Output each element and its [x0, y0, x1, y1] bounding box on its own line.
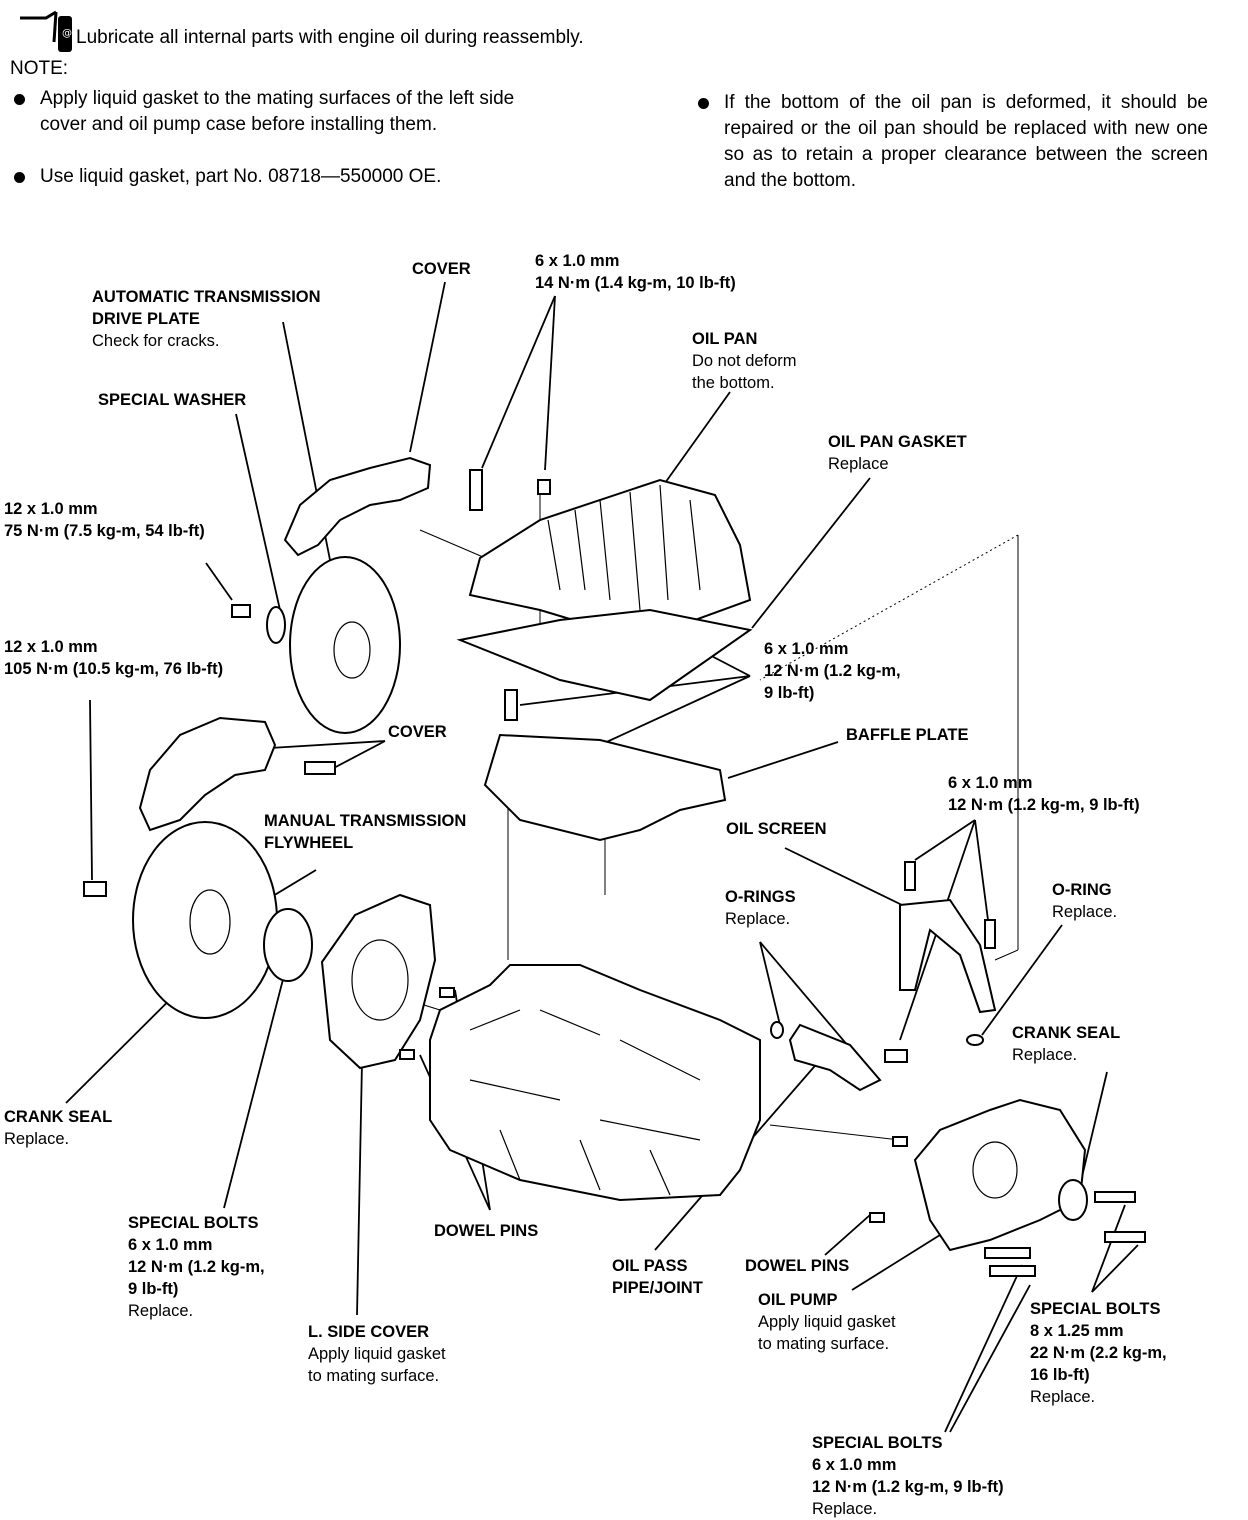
note-left-2: Use liquid gasket, part No. 08718—550000… [14, 164, 554, 190]
bolt-pan-1 [469, 469, 483, 511]
bolt-cover-mid [304, 761, 336, 775]
note-title: NOTE: [10, 58, 69, 79]
label-cover-top: COVER [412, 260, 471, 278]
crank-seal-left [263, 908, 313, 982]
label-dowel-pins-left: DOWEL PINS [434, 1222, 539, 1240]
dowel-pin-1 [439, 987, 455, 998]
bolt-screen-2 [984, 919, 996, 949]
label-oil-pass: OIL PASS PIPE/JOINT [612, 1257, 703, 1297]
svg-text:@: @ [62, 28, 72, 39]
bolt-76 [231, 604, 251, 618]
label-o-ring: O-RING Replace. [1052, 881, 1118, 921]
bolt-screen-1 [904, 861, 916, 891]
label-bolt-106: 12 x 1.0 mm 105 N·m (10.5 kg-m, 76 lb-ft… [4, 638, 224, 678]
label-bolt-screen: 6 x 1.0 mm 12 N·m (1.2 kg-m, 9 lb-ft) [948, 774, 1140, 814]
bolt-pan-3 [504, 689, 518, 721]
note-left-1: Apply liquid gasket to the mating surfac… [14, 86, 524, 138]
oil-pass-pipe [788, 1023, 882, 1092]
label-flywheel: MANUAL TRANSMISSION FLYWHEEL [264, 812, 467, 852]
bolt-106 [83, 881, 107, 897]
special-bolt-bottom-1 [984, 1247, 1031, 1259]
special-bolt-right-1 [1094, 1191, 1136, 1203]
label-dowel-pins-right: DOWEL PINS [745, 1257, 850, 1275]
dowel-pin-4 [869, 1212, 885, 1223]
label-bolt-pan: 6 x 1.0 mm 12 N·m (1.2 kg-m, 9 lb-ft) [764, 640, 901, 702]
label-o-rings: O-RINGS Replace. [725, 888, 796, 928]
lube-note: Lubricate all internal parts with engine… [76, 27, 584, 48]
bullet-icon [14, 94, 25, 105]
label-drive-plate: AUTOMATIC TRANSMISSION DRIVE PLATE Check… [92, 288, 321, 350]
bolt-screen-3 [884, 1049, 908, 1063]
drive-plate [289, 556, 401, 734]
o-ring-pump [966, 1034, 984, 1046]
oil-can-icon: @ [18, 8, 72, 52]
crank-seal-right [1058, 1179, 1088, 1221]
label-special-washer: SPECIAL WASHER [98, 391, 247, 409]
special-bolt-right-2 [1104, 1231, 1146, 1243]
note-right-1: If the bottom of the oil pan is deformed… [698, 90, 1208, 194]
cover-mid [138, 716, 277, 832]
special-washer [266, 606, 286, 644]
label-special-bolts-left: SPECIAL BOLTS 6 x 1.0 mm 12 N·m (1.2 kg-… [128, 1214, 265, 1320]
flywheel [132, 821, 278, 1019]
label-oil-pan: OIL PAN Do not deform the bottom. [692, 330, 797, 392]
baffle-plate [483, 733, 727, 842]
label-bolt-top: 6 x 1.0 mm 14 N·m (1.4 kg-m, 10 lb-ft) [535, 252, 736, 292]
cover-top [283, 456, 432, 557]
bullet-icon [14, 172, 25, 183]
label-special-bolts-bottom: SPECIAL BOLTS 6 x 1.0 mm 12 N·m (1.2 kg-… [812, 1434, 1004, 1518]
special-bolt-bottom-2 [989, 1265, 1036, 1277]
label-oil-pan-gasket: OIL PAN GASKET Replace [828, 433, 967, 473]
label-crank-seal-left: CRANK SEAL Replace. [4, 1108, 113, 1148]
bullet-icon [698, 98, 709, 109]
label-baffle-plate: BAFFLE PLATE [846, 726, 969, 744]
label-cover-mid: COVER [388, 723, 447, 741]
oil-pump [913, 1098, 1087, 1252]
dowel-pin-2 [399, 1049, 415, 1060]
label-oil-screen: OIL SCREEN [726, 820, 827, 838]
label-special-bolts-right: SPECIAL BOLTS 8 x 1.25 mm 22 N·m (2.2 kg… [1030, 1300, 1167, 1406]
label-bolt-76: 12 x 1.0 mm 75 N·m (7.5 kg-m, 54 lb-ft) [4, 500, 205, 540]
engine-block [429, 964, 761, 1202]
dowel-pin-3 [892, 1136, 908, 1147]
label-side-cover: L. SIDE COVER Apply liquid gasket to mat… [308, 1323, 446, 1385]
o-ring-pipe [770, 1021, 784, 1039]
label-crank-seal-right: CRANK SEAL Replace. [1012, 1024, 1121, 1064]
label-oil-pump: OIL PUMP Apply liquid gasket to mating s… [758, 1291, 896, 1353]
oil-screen [899, 898, 997, 1014]
oil-pan-gasket [456, 608, 753, 702]
l-side-cover [320, 893, 437, 1070]
bolt-pan-2 [537, 479, 551, 495]
